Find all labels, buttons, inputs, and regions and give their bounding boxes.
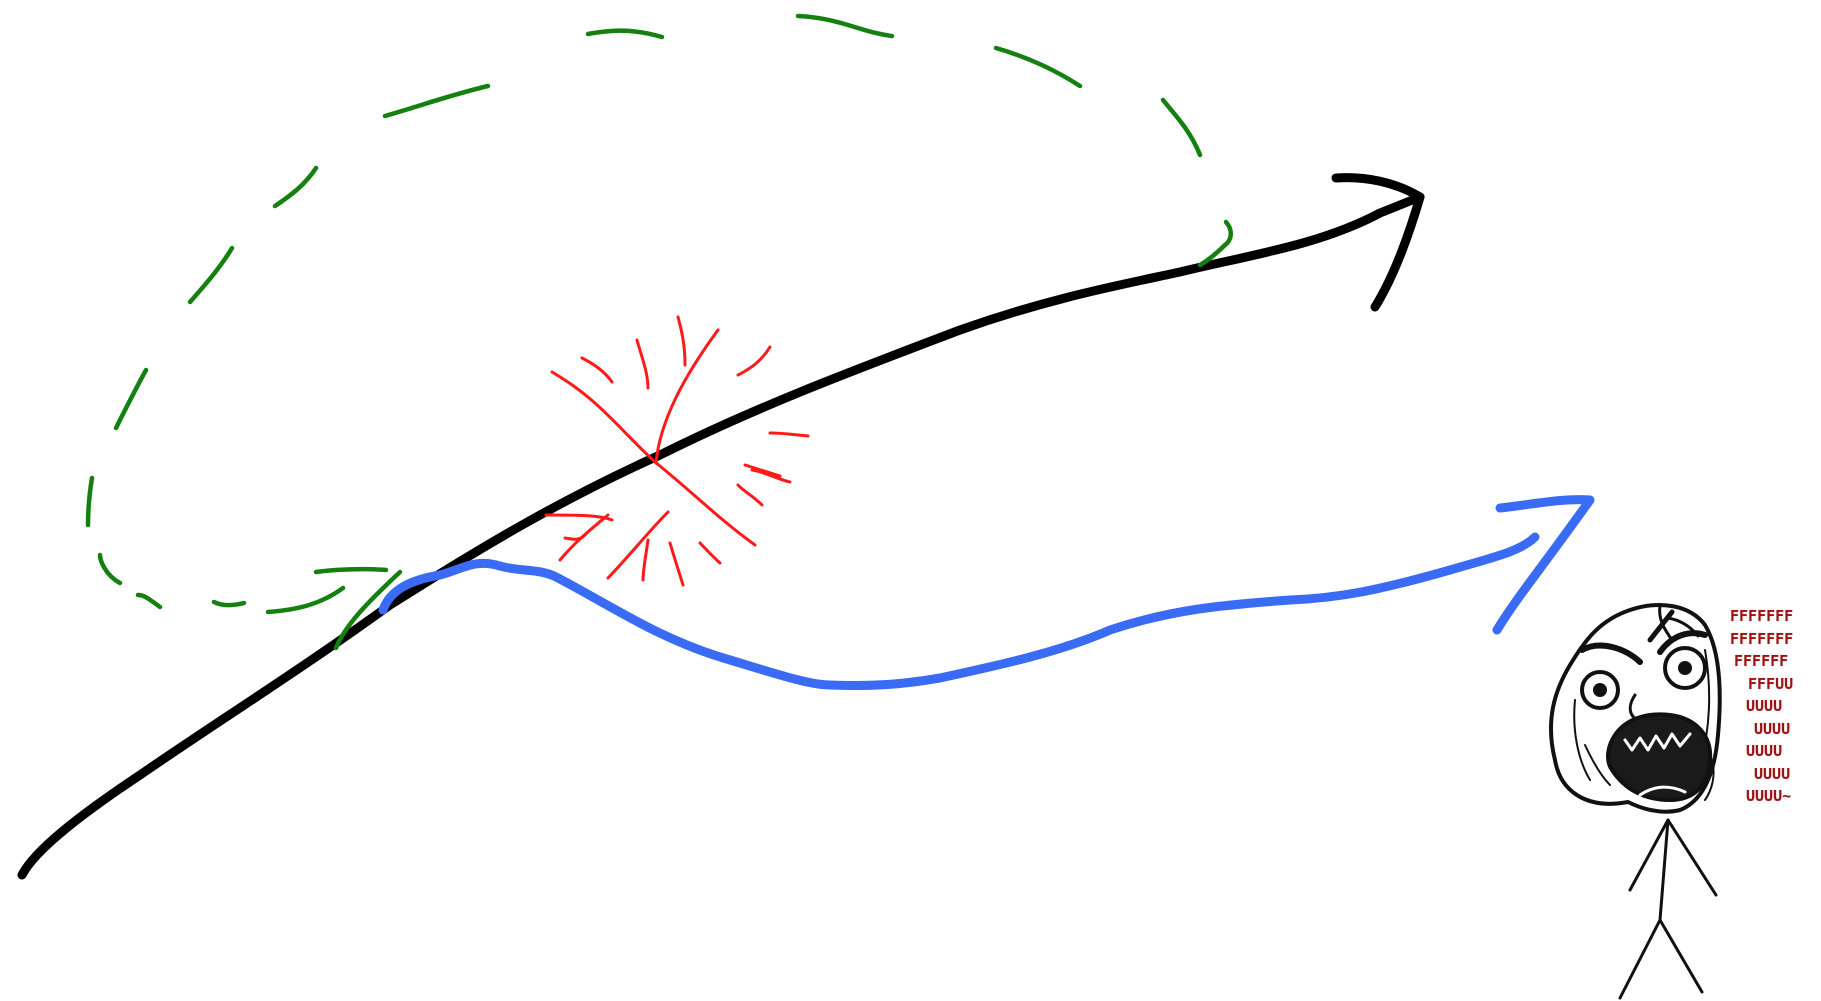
stick-figure-arms [1630, 820, 1716, 895]
rage-caption: FFFFFFF FFFFFFF FFFFFF FFFUU UUUU UUUU U… [1730, 605, 1818, 808]
alternate-trajectory-line [383, 537, 1535, 686]
rage-face-stick-figure-icon [1551, 605, 1720, 998]
rage-caption-line-4: FFFUU [1730, 673, 1818, 696]
rage-caption-line-6: UUUU [1730, 718, 1818, 741]
alternate-arrowhead [1497, 500, 1590, 630]
rage-caption-line-9: UUUU~ [1730, 785, 1818, 808]
dashed-loop-path [88, 16, 1231, 648]
main-arrowhead [1336, 178, 1420, 307]
rage-caption-line-7: UUUU [1730, 740, 1818, 763]
rage-caption-line-5: UUUU [1730, 695, 1818, 718]
rage-caption-line-8: UUUU [1730, 763, 1818, 786]
rage-caption-line-3: FFFFFF [1730, 650, 1818, 673]
stick-figure-legs [1620, 920, 1702, 998]
rage-caption-line-2: FFFFFFF [1730, 628, 1818, 651]
main-trajectory-line [22, 197, 1420, 875]
rage-caption-line-1: FFFFFFF [1730, 605, 1818, 628]
